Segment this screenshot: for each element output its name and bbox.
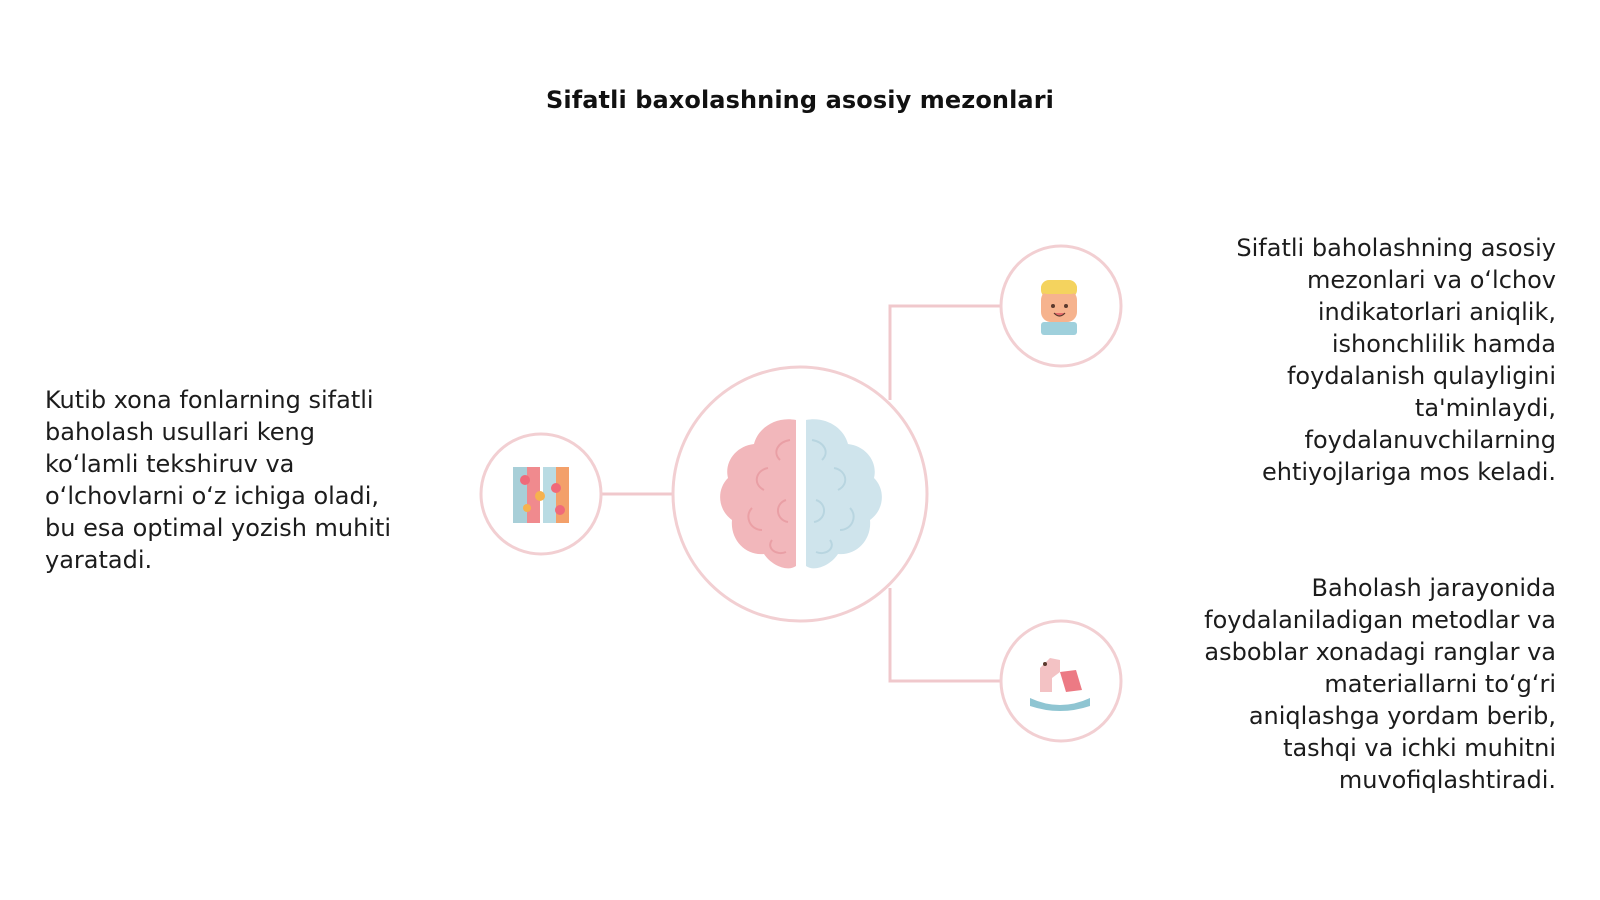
text-line: tashqi va ichki muhitni bbox=[1283, 734, 1556, 762]
text-line: aniqlashga yordam berib, bbox=[1248, 702, 1556, 730]
brain-icon bbox=[720, 419, 882, 569]
text-line: baholash usullari keng bbox=[45, 418, 315, 446]
text-line: foydalanish qulayligini bbox=[1286, 362, 1556, 390]
text-line: Sifatli baholashning asosiy bbox=[1236, 234, 1556, 262]
text-line: Baholash jarayonida bbox=[1311, 574, 1556, 602]
right-bottom-circle bbox=[999, 619, 1123, 743]
center-circle bbox=[671, 365, 929, 623]
text-line: foydalanuvchilarning bbox=[1304, 426, 1557, 454]
text-line: Kutib xona fonlarning sifatli bbox=[45, 386, 374, 414]
connectors bbox=[602, 304, 1000, 683]
text-line: ishonchlilik hamda bbox=[1331, 330, 1556, 358]
right-top-description: Sifatli baholashning asosiy mezonlari va… bbox=[1236, 232, 1556, 488]
connector-top bbox=[888, 304, 1000, 400]
face-icon bbox=[1041, 280, 1077, 335]
left-node bbox=[479, 432, 603, 556]
text-line: asboblar xonadagi ranglar va bbox=[1204, 638, 1556, 666]
text-line: yaratadi. bbox=[45, 546, 153, 574]
text-line: koʻlamli tekshiruv va bbox=[45, 450, 295, 478]
text-line: mezonlari va oʻlchov bbox=[1307, 266, 1556, 294]
rocking-horse-icon bbox=[1030, 658, 1090, 711]
text-line: ehtiyojlariga mos keladi. bbox=[1262, 458, 1556, 486]
connector-bottom bbox=[888, 588, 1000, 683]
right-top-node bbox=[999, 244, 1123, 368]
text-line: muvofiqlashtiradi. bbox=[1338, 766, 1556, 794]
text-line: materiallarni toʻgʻri bbox=[1324, 670, 1556, 698]
text-line: ta'minlaydi, bbox=[1414, 394, 1556, 422]
right-bottom-description: Baholash jarayonida foydalaniladigan met… bbox=[1204, 572, 1556, 796]
text-line: bu esa optimal yozish muhiti bbox=[45, 514, 392, 542]
text-line: oʻlchovlarni oʻz ichiga oladi, bbox=[45, 482, 380, 510]
left-description: Kutib xona fonlarning sifatli baholash u… bbox=[45, 384, 391, 576]
page-title: Sifatli baxolashning asosiy mezonlari bbox=[546, 86, 1054, 114]
palette-swatches-icon bbox=[513, 467, 569, 523]
center-node bbox=[671, 365, 929, 623]
text-line: foydalaniladigan metodlar va bbox=[1204, 606, 1556, 634]
text-line: indikatorlari aniqlik, bbox=[1317, 298, 1556, 326]
right-bottom-node bbox=[999, 619, 1123, 743]
